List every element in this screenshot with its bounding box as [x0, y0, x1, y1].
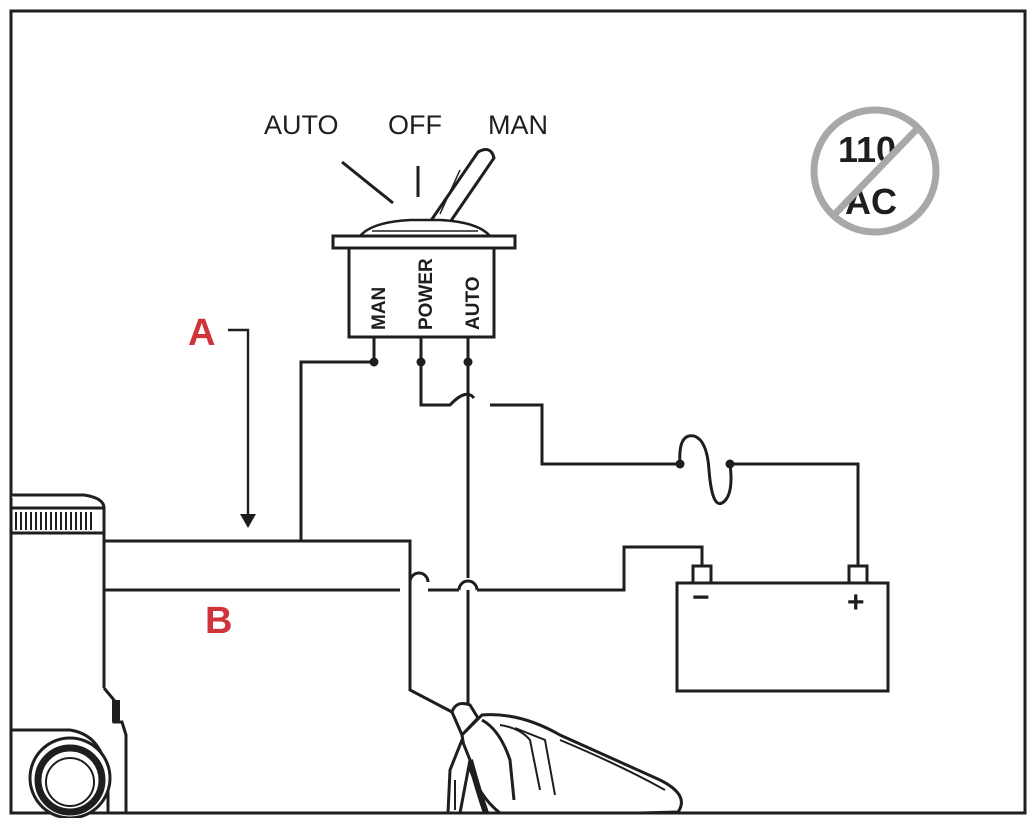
position-label-off: OFF	[388, 110, 442, 140]
wire-man	[299, 360, 374, 541]
wire-pump-a	[104, 539, 412, 582]
float-switch-icon	[446, 702, 683, 815]
no-ac-icon: 110 AC	[810, 106, 940, 236]
switch-flange	[331, 234, 517, 250]
label-a: A	[188, 312, 215, 354]
label-b: B	[205, 600, 232, 642]
battery-terminal-positive	[847, 564, 869, 585]
bilge-pump-icon	[9, 493, 128, 818]
switch-lever	[427, 148, 496, 230]
terminal-label-power: POWER	[416, 258, 437, 330]
position-label-man: MAN	[488, 110, 548, 140]
terminal-label-auto: AUTO	[463, 277, 484, 330]
battery-icon: − +	[675, 564, 890, 693]
auto-position-tick	[341, 160, 394, 205]
wire-power	[419, 362, 476, 407]
battery-positive-sign: +	[847, 586, 865, 619]
switch-dome	[357, 218, 493, 238]
switch-body	[347, 246, 496, 339]
battery-body	[675, 581, 890, 693]
battery-negative-sign: −	[692, 581, 710, 614]
position-label-auto: AUTO	[264, 110, 339, 140]
arrow-a	[228, 328, 250, 518]
terminal-label-man: MAN	[369, 287, 390, 330]
toggle-switch-icon: AUTO OFF MAN MAN POWER AUTO	[264, 110, 548, 367]
badge-text-bottom: AC	[845, 181, 897, 222]
fuse-icon	[675, 434, 860, 566]
